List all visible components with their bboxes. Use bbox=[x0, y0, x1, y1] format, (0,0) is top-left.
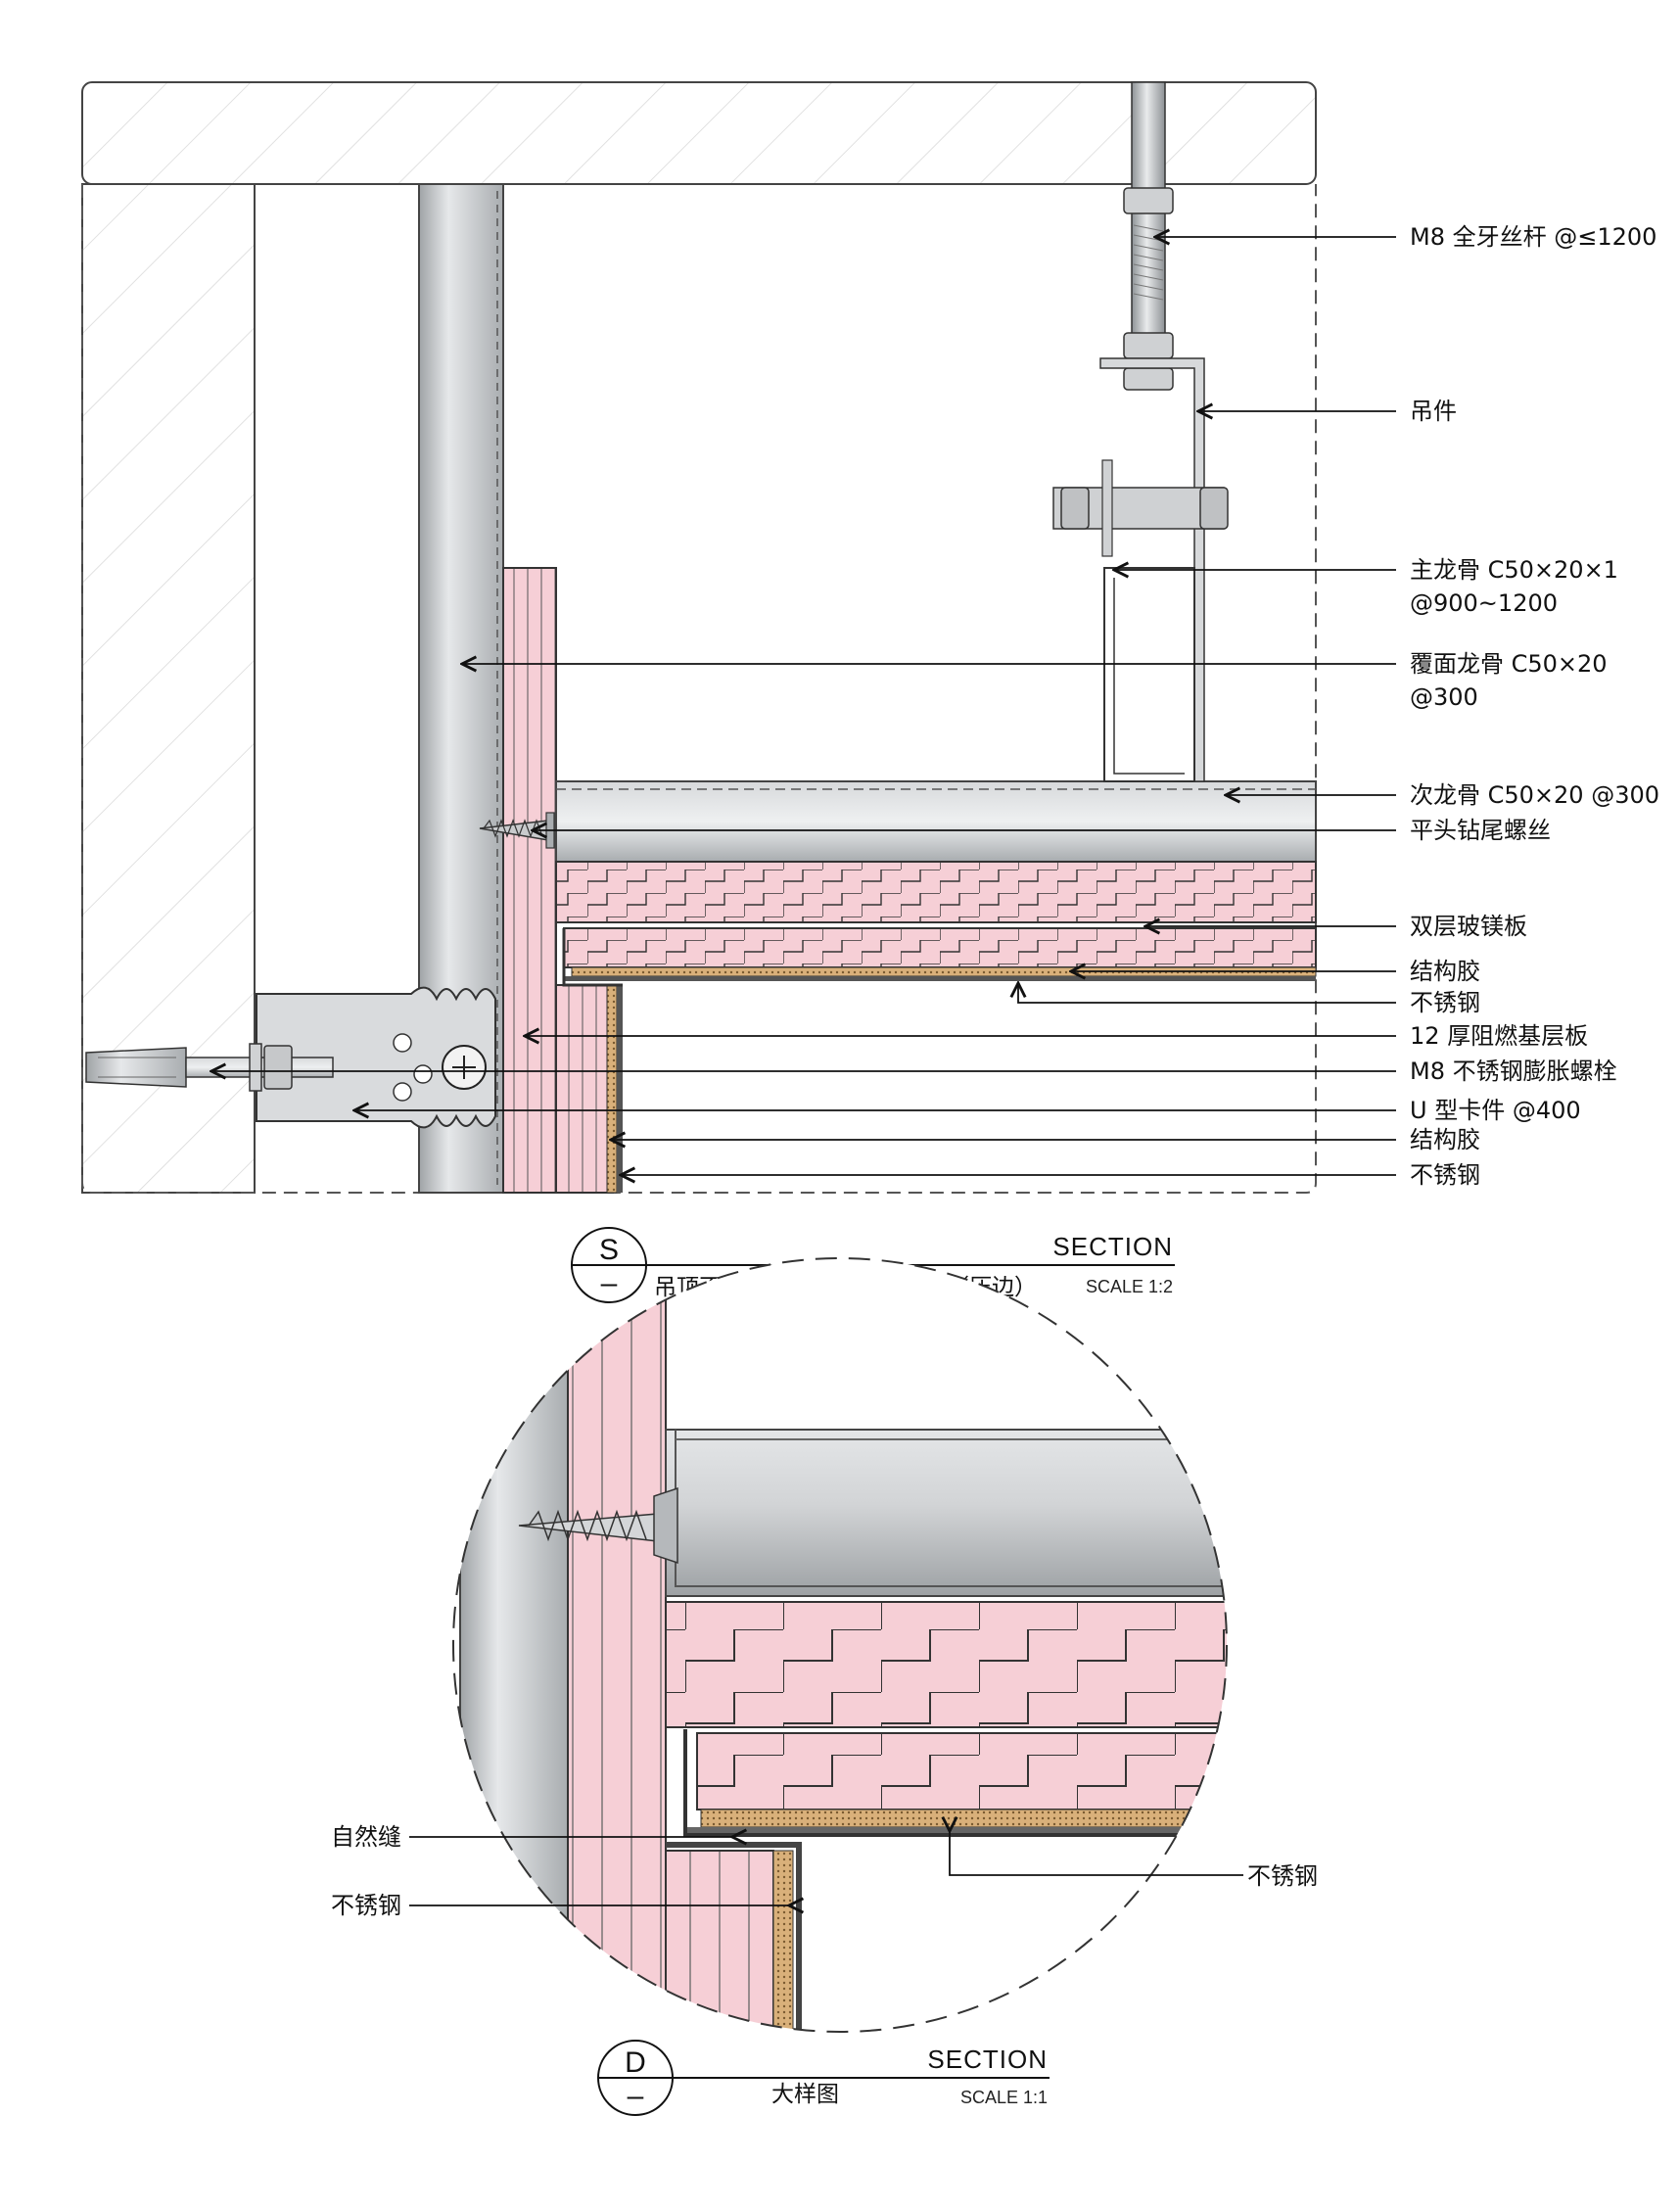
label-glue-2: 结构胶 bbox=[1410, 1126, 1480, 1153]
label-screw: 平头钻尾螺丝 bbox=[1410, 817, 1551, 844]
scale-detail: SCALE 1:1 bbox=[960, 2088, 1048, 2107]
label-base-board: 12 厚阻燃基层板 bbox=[1410, 1022, 1588, 1050]
detail-wall-steel bbox=[666, 1842, 802, 2032]
tag-main-sub: – bbox=[601, 1267, 618, 1299]
section-detail: SECTION bbox=[927, 2045, 1048, 2074]
detail-wall-glue bbox=[772, 1850, 794, 2032]
leader-lines-detail bbox=[409, 1831, 1243, 1905]
concrete-wall bbox=[81, 183, 256, 1194]
label-steel-right: 不锈钢 bbox=[1247, 1862, 1318, 1890]
wall-glue bbox=[606, 984, 618, 1194]
label-cover-keel-1: 覆面龙骨 C50×20 bbox=[1410, 650, 1608, 678]
label-clip: U 型卡件 @400 bbox=[1410, 1097, 1581, 1124]
concrete-slab bbox=[81, 81, 1317, 185]
wall-steel bbox=[617, 985, 623, 1193]
detail-wall-board bbox=[665, 1850, 774, 2032]
title-block-detail: D – 大样图 SECTION SCALE 1:1 bbox=[597, 2040, 1050, 2116]
label-steel-left: 不锈钢 bbox=[331, 1892, 401, 1919]
tag-main: S bbox=[599, 1234, 619, 1266]
main-section: M8 全牙丝杆 @≤1200 吊件 主龙骨 C50×20×1 @900~1200… bbox=[81, 81, 1659, 1303]
detail-board-upper bbox=[665, 1601, 1227, 1728]
tag-detail-sub: – bbox=[628, 2080, 644, 2112]
labels-main: M8 全牙丝杆 @≤1200 吊件 主龙骨 C50×20×1 @900~1200… bbox=[1410, 223, 1659, 1189]
detail-glue bbox=[700, 1809, 1227, 1828]
title-detail: 大样图 bbox=[771, 2082, 839, 2107]
sub-keel bbox=[555, 780, 1317, 863]
u-clip bbox=[256, 986, 496, 1129]
section-main: SECTION bbox=[1052, 1232, 1173, 1261]
mgo-board-lower bbox=[563, 927, 1317, 968]
label-rod: M8 全牙丝杆 @≤1200 bbox=[1410, 223, 1657, 251]
label-steel-2: 不锈钢 bbox=[1410, 1161, 1480, 1189]
tag-detail: D bbox=[625, 2046, 646, 2079]
label-sub-keel: 次龙骨 C50×20 @300 bbox=[1410, 781, 1659, 809]
detail-keel-vertical bbox=[459, 1258, 569, 2032]
label-steel-1: 不锈钢 bbox=[1410, 989, 1480, 1016]
label-mgo-board: 双层玻镁板 bbox=[1410, 913, 1527, 940]
label-gap: 自然缝 bbox=[331, 1823, 401, 1851]
hanger-assembly bbox=[1052, 81, 1229, 782]
detail-circle bbox=[452, 1257, 1228, 2033]
label-glue-1: 结构胶 bbox=[1410, 958, 1480, 985]
label-cover-keel-2: @300 bbox=[1410, 683, 1478, 711]
label-main-keel-2: @900~1200 bbox=[1410, 589, 1558, 617]
base-board-wall bbox=[502, 567, 557, 1194]
detail-sub-keel bbox=[665, 1429, 1227, 1597]
scale-main: SCALE 1:2 bbox=[1086, 1277, 1173, 1296]
section-boundary bbox=[81, 184, 1317, 1194]
ceiling-steel bbox=[564, 976, 1316, 981]
detail-screw bbox=[518, 1486, 678, 1565]
detail-base-board bbox=[567, 1258, 667, 2032]
label-bolt: M8 不锈钢膨胀螺栓 bbox=[1410, 1058, 1617, 1085]
wall-board-lower bbox=[555, 984, 614, 1194]
detail-board-lower bbox=[696, 1732, 1227, 1810]
mgo-board-upper bbox=[555, 861, 1317, 923]
detail-section: 自然缝 不锈钢 不锈钢 D – 大样图 SECTION SCALE 1:1 bbox=[331, 1257, 1318, 2116]
labels-detail: 自然缝 不锈钢 不锈钢 bbox=[331, 1823, 1318, 1919]
leader-lines-main bbox=[211, 237, 1396, 1175]
label-main-keel-1: 主龙骨 C50×20×1 bbox=[1410, 556, 1618, 584]
label-hanger: 吊件 bbox=[1410, 398, 1457, 425]
